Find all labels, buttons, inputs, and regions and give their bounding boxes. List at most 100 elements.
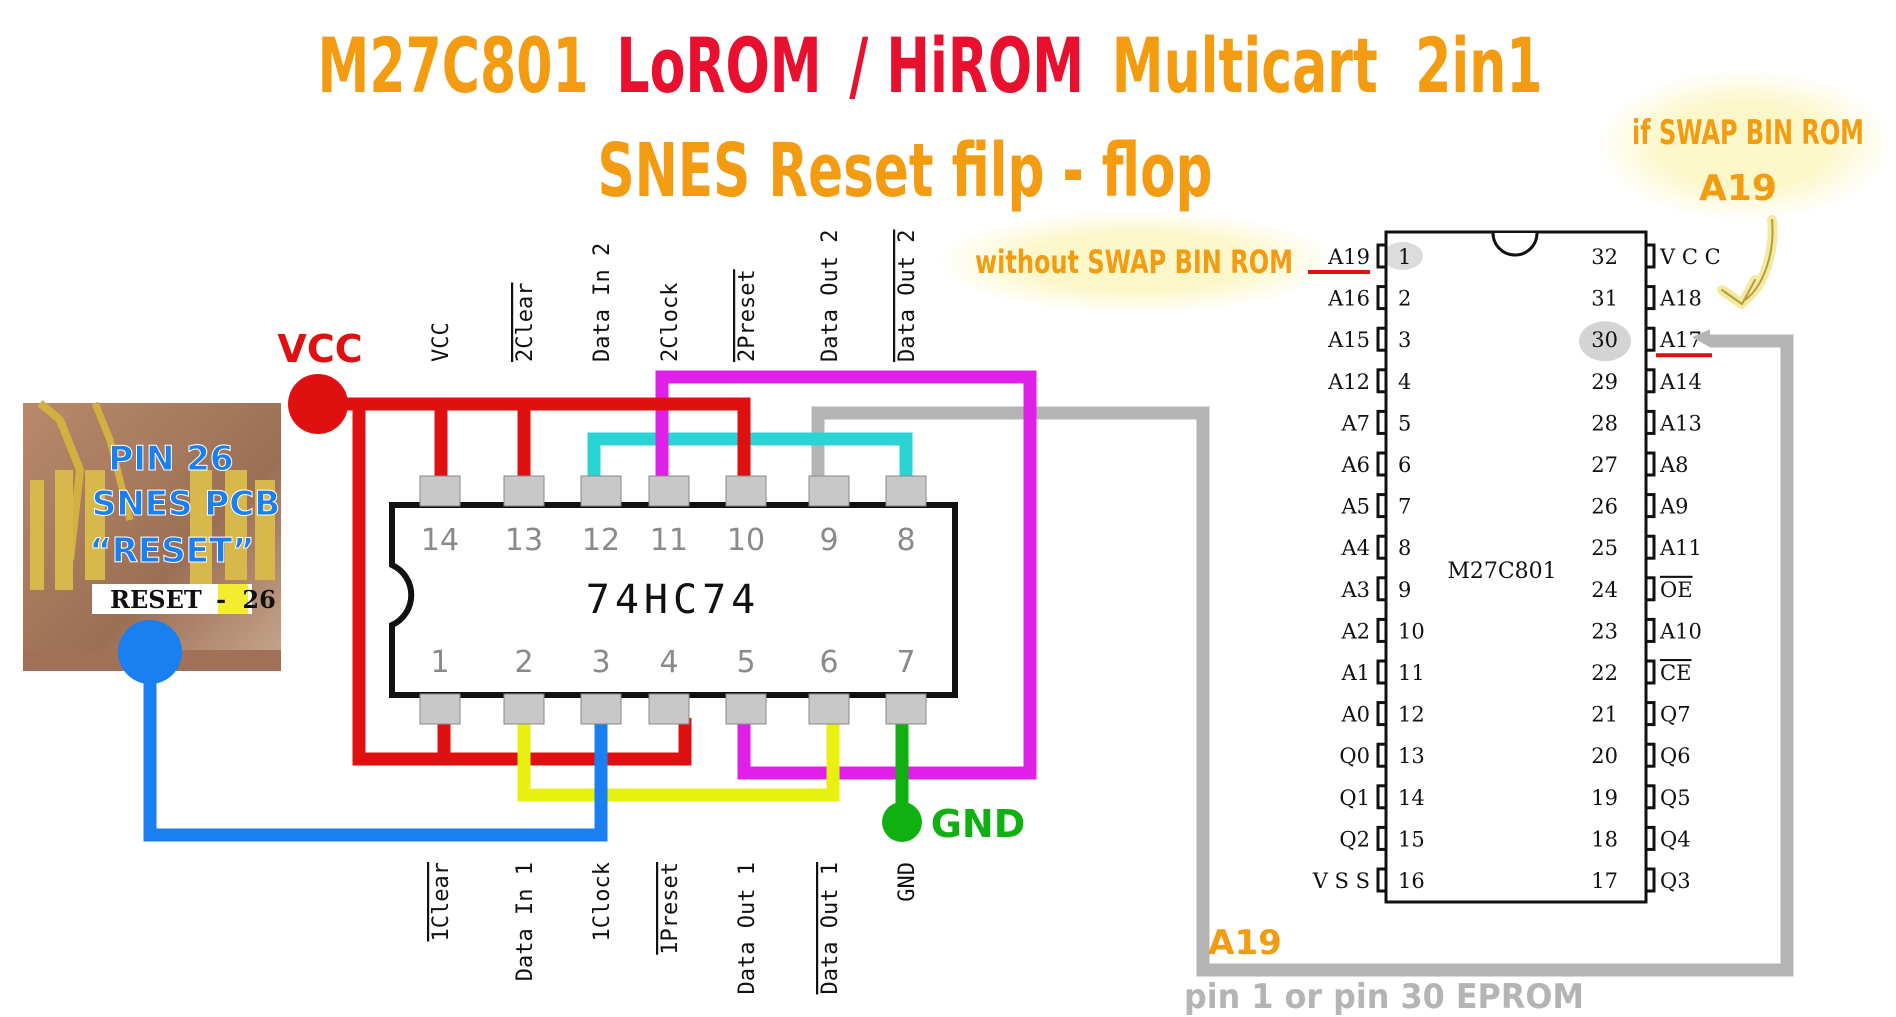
title-part-lorom: LoROM xyxy=(616,21,821,110)
eprom-right-pin-lead xyxy=(1644,825,1656,851)
eprom-left-pin-number: 7 xyxy=(1398,495,1411,519)
eprom-right-pin-number: 30 xyxy=(1591,328,1618,352)
title-part-m27c801: M27C801 xyxy=(318,21,589,110)
vcc-label: VCC xyxy=(277,327,362,371)
eprom-left-pin-number: 4 xyxy=(1398,370,1411,394)
ic74-top-pin-lead xyxy=(648,475,690,507)
eprom-left-pin-number: 12 xyxy=(1398,703,1425,727)
ic74-top-pin-lead xyxy=(580,475,622,507)
ic74-bottom-pin-lead xyxy=(725,693,767,725)
eprom-right-pin-number: 17 xyxy=(1591,869,1618,893)
eprom-pin1-highlight xyxy=(1383,242,1423,270)
eprom-right-pin-name: A9 xyxy=(1659,495,1689,519)
eprom-left-pin-name: A2 xyxy=(1340,619,1370,643)
eprom-left-pin-number: 9 xyxy=(1398,578,1411,602)
eprom-right-pin-lead xyxy=(1644,243,1656,269)
eprom-left-pin-lead xyxy=(1376,493,1388,519)
reset-tag-label: RESET - 26 xyxy=(110,585,276,614)
eprom-right-pin-name: OE xyxy=(1660,578,1693,602)
reset-tag-num-bg xyxy=(218,584,248,614)
eprom-right-pin-name: A17 xyxy=(1659,328,1702,352)
eprom-right-pin-name: Q7 xyxy=(1660,703,1691,727)
if-swap-pin-label: A19 xyxy=(1699,168,1777,209)
eprom-name: M27C801 xyxy=(1447,559,1556,584)
eprom-left-pin-lead xyxy=(1376,742,1388,768)
eprom-right-pin-number: 20 xyxy=(1591,744,1618,768)
if-swap-bubble xyxy=(1597,69,1893,221)
snes-pad-line3: “RESET” xyxy=(89,531,254,571)
ic74-top-pin-number: 13 xyxy=(505,523,543,558)
ic74-bottom-pin-number: 5 xyxy=(736,645,755,680)
eprom-pin30-highlight xyxy=(1579,321,1631,362)
ic74-bottom-pin-lead xyxy=(808,693,850,725)
ic74-top-pin-number: 11 xyxy=(650,523,688,558)
eprom-right-pin-number: 25 xyxy=(1591,536,1618,560)
ic74-bottom-pin-lead xyxy=(648,693,690,725)
eprom-right-pin-number: 23 xyxy=(1591,619,1618,643)
ic74-bottom-signal-label: Data Out 1 xyxy=(735,862,760,994)
a19-wire-label: A19 xyxy=(1208,923,1282,963)
without-swap-bubble xyxy=(937,210,1337,314)
ic74-bottom-pin-lead xyxy=(419,693,461,725)
ic74-bottom-signal-label: Data In 1 xyxy=(513,862,538,981)
eprom-left-pin-lead xyxy=(1376,285,1388,311)
ic74-name: 74HC74 xyxy=(586,577,761,623)
vcc-node xyxy=(288,374,348,434)
ic74-top-signal-label: 2Clock xyxy=(658,283,683,362)
ic74-bottom-pin-number: 6 xyxy=(819,645,838,680)
eprom-left-pin-lead xyxy=(1376,243,1388,269)
eprom-left-pin-number: 11 xyxy=(1398,661,1425,685)
ic74-top-signal-label: VCC xyxy=(429,322,454,362)
ic74-top-pin-lead xyxy=(503,475,545,507)
eprom-left-pin-lead xyxy=(1376,825,1388,851)
ic74-bottom-pin-number: 4 xyxy=(659,645,678,680)
reset-node xyxy=(118,620,182,684)
eprom-right-pin-name: A10 xyxy=(1659,619,1702,643)
eprom-left-pin-name: A16 xyxy=(1327,287,1370,311)
eprom-right-pin-lead xyxy=(1644,576,1656,602)
ic74-top-pin-number: 10 xyxy=(727,523,765,558)
eprom-right-pin-lead xyxy=(1644,326,1656,352)
eprom-notch xyxy=(1491,232,1539,257)
eprom-right-pin-lead xyxy=(1644,285,1656,311)
ic74-top-pin-number: 14 xyxy=(421,523,459,558)
eprom-right-pin-name: V C C xyxy=(1659,245,1721,269)
eprom-right-pin-number: 27 xyxy=(1591,453,1618,477)
eprom-left-pin-name: A6 xyxy=(1340,453,1370,477)
eprom-right-pin-name: A18 xyxy=(1659,287,1702,311)
eprom-right-pin-number: 18 xyxy=(1591,827,1618,851)
wire-blue-reset xyxy=(143,660,608,842)
ic74-bottom-signal-label: 1Preset xyxy=(658,862,683,955)
ic74-bottom-pin-lead xyxy=(580,693,622,725)
eprom-left-pin-number: 6 xyxy=(1398,453,1411,477)
eprom-left-pin-name: A1 xyxy=(1340,661,1370,685)
ic74-top-signal-label: 2Clear xyxy=(513,283,538,362)
eprom-left-pin-number: 13 xyxy=(1398,744,1425,768)
eprom-left-pin-lead xyxy=(1376,659,1388,685)
title-part-hirom: / HiROM xyxy=(849,21,1084,110)
eprom-left-pin-number: 8 xyxy=(1398,536,1411,560)
eprom-left-pin-number: 14 xyxy=(1398,786,1425,810)
eprom-right-pin-name: Q5 xyxy=(1660,786,1691,810)
eprom-right-pin-name: Q6 xyxy=(1660,744,1691,768)
eprom-left-pin-lead xyxy=(1376,368,1388,394)
page-title: M27C801 LoROM / HiROM Multicart 2in1 xyxy=(318,21,1543,110)
eprom-left-pin-name: A0 xyxy=(1340,703,1370,727)
eprom-right-pin-lead xyxy=(1644,534,1656,560)
eprom-left-pin-name: A12 xyxy=(1327,370,1370,394)
eprom-left-pin-name: Q1 xyxy=(1339,786,1370,810)
eprom-right-pin-lead xyxy=(1644,784,1656,810)
title-part-2in1: 2in1 xyxy=(1415,21,1542,110)
ic74-top-pin-number: 12 xyxy=(582,523,620,558)
wire-red-vcc xyxy=(318,397,751,766)
eprom-left-pin-lead xyxy=(1376,326,1388,352)
snes-pad-line2: SNES PCB xyxy=(92,484,280,524)
eprom-right-pin-number: 29 xyxy=(1591,370,1618,394)
ic74-bottom-pin-number: 7 xyxy=(896,645,915,680)
eprom-right-pin-number: 22 xyxy=(1591,661,1618,685)
eprom-left-pin-number: 3 xyxy=(1398,328,1411,352)
eprom-left-pin-lead xyxy=(1376,784,1388,810)
eprom-right-pin-name: Q4 xyxy=(1660,827,1691,851)
eprom-left-pin-name: A3 xyxy=(1340,578,1370,602)
